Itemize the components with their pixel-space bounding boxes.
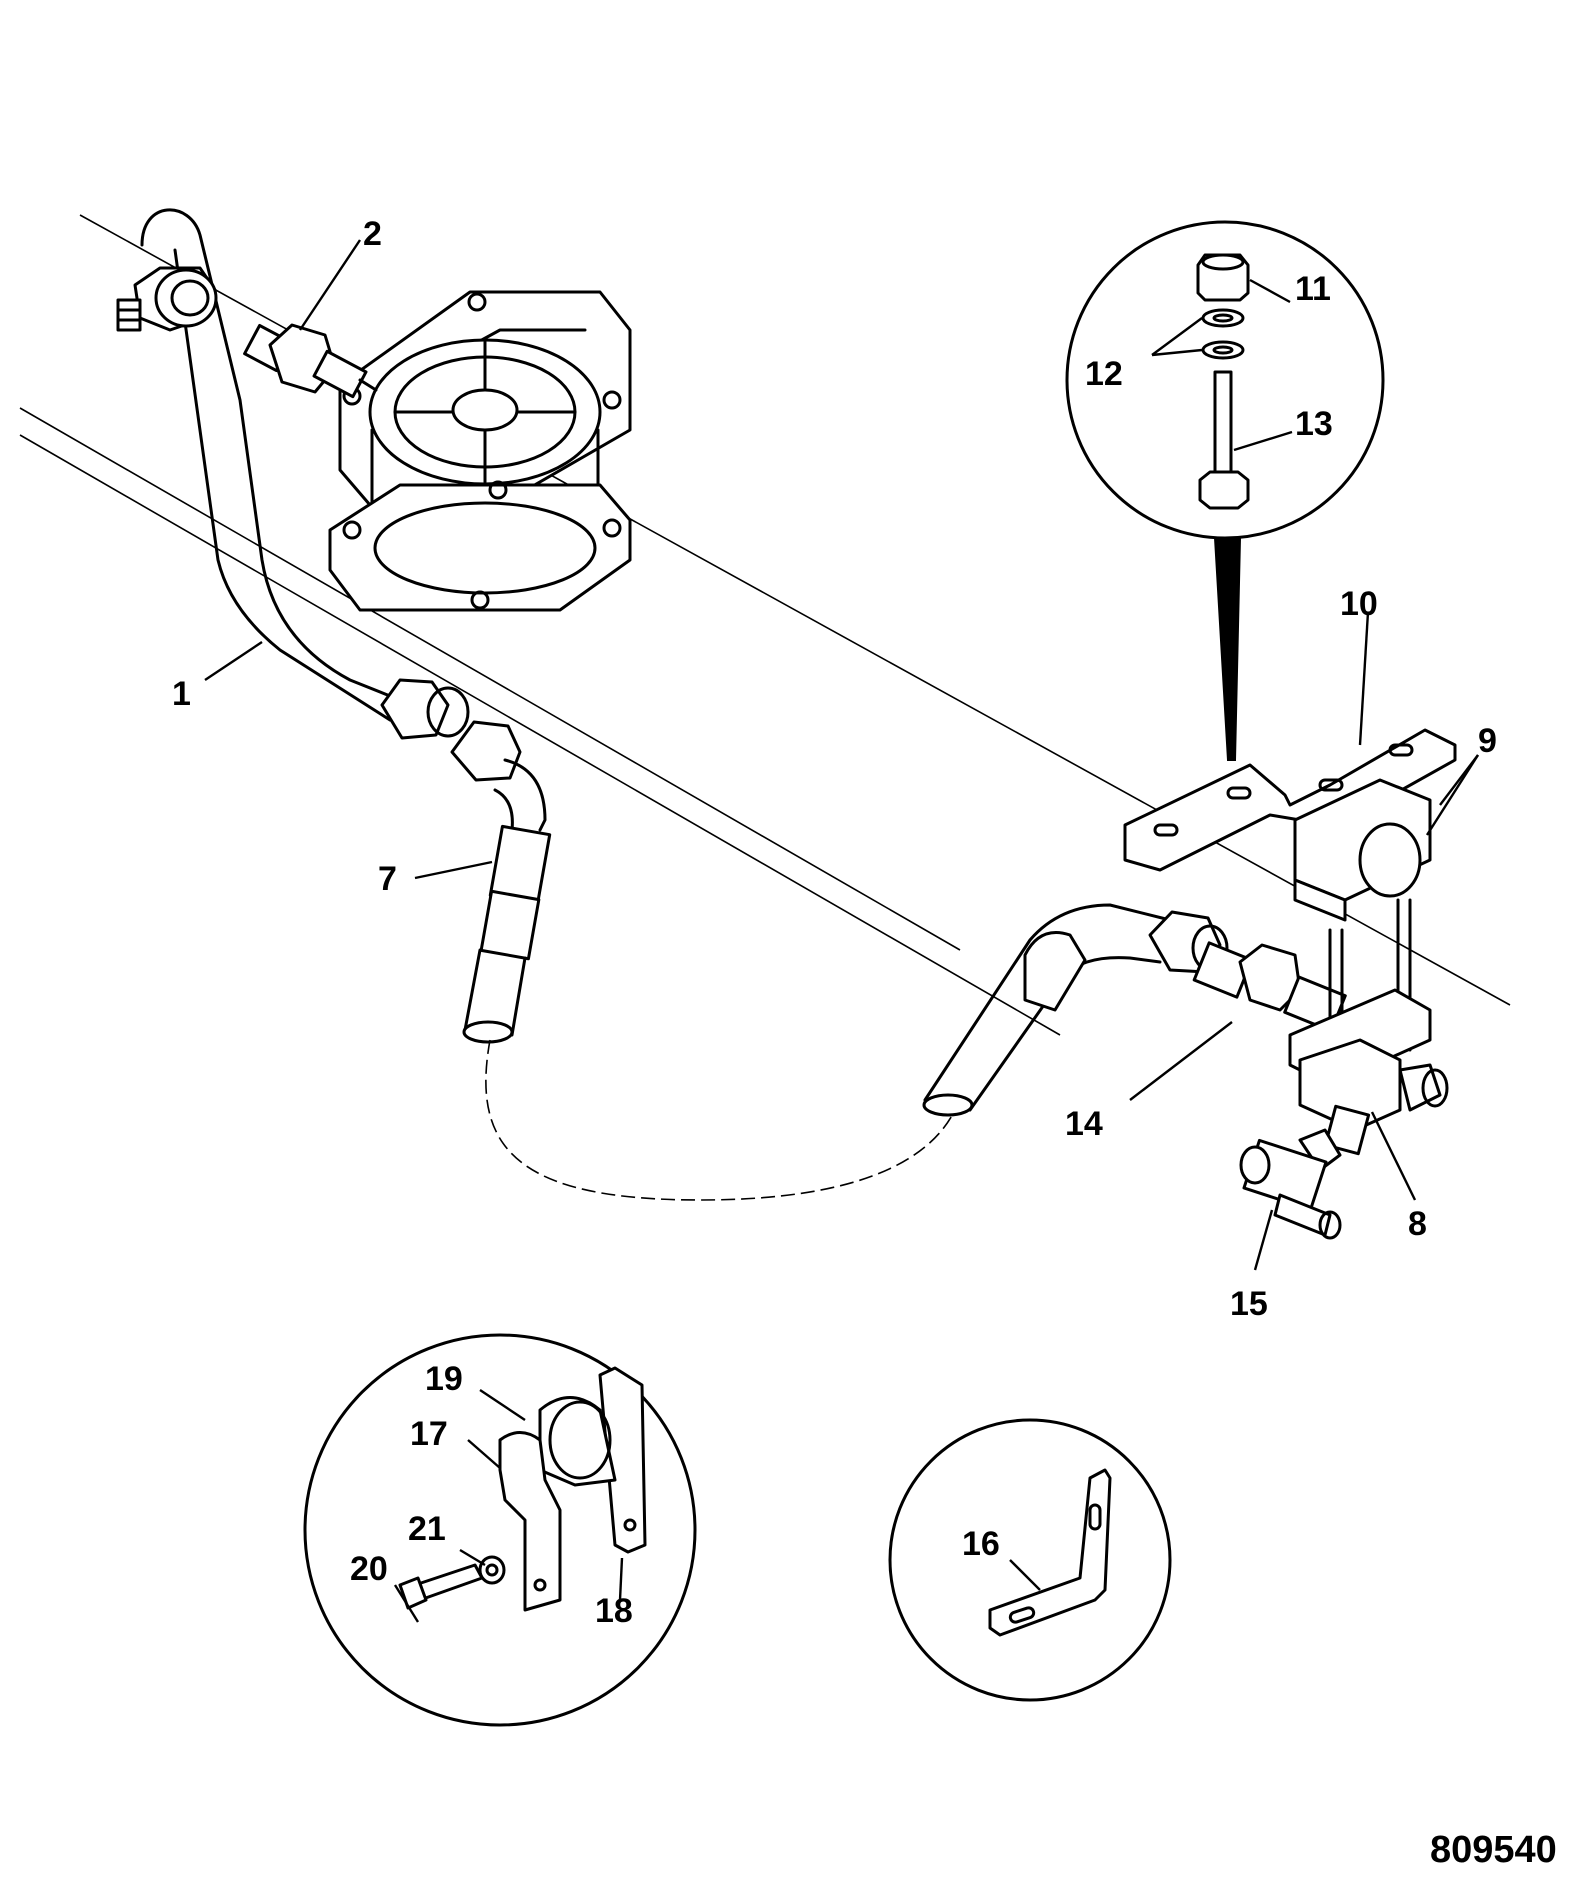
callout-14: 14 — [1065, 1105, 1103, 1143]
tee-fitting-8 — [1288, 898, 1449, 1156]
hose-right — [922, 903, 1229, 1117]
pipe-1 — [116, 208, 470, 740]
detail-circle-bracket-16 — [888, 1418, 1172, 1702]
callout-20: 20 — [350, 1550, 388, 1588]
callout-11: 11 — [1295, 270, 1331, 308]
callout-19: 19 — [425, 1360, 463, 1398]
detail-circle-clamp-set — [303, 1333, 697, 1727]
callout-1: 1 — [172, 675, 191, 713]
tee-adapter-15 — [1239, 1128, 1342, 1240]
bracket-10 — [1123, 728, 1457, 872]
detail-pointer — [1213, 537, 1242, 761]
motor-housing — [328, 290, 632, 612]
callout-9: 9 — [1478, 722, 1497, 760]
leader-lines — [204, 239, 1480, 1623]
callout-7: 7 — [378, 860, 397, 898]
hose-continuation-dashed — [485, 1039, 956, 1201]
callout-21: 21 — [408, 1510, 446, 1548]
drawing-number: 809540 — [1430, 1829, 1557, 1871]
callout-12: 12 — [1085, 355, 1123, 393]
adapter-fitting-14 — [1192, 941, 1347, 1033]
callout-17: 17 — [410, 1415, 448, 1453]
callout-13: 13 — [1295, 405, 1333, 443]
callout-10: 10 — [1340, 585, 1378, 623]
adapter-fitting-2 — [243, 323, 378, 399]
callout-18: 18 — [595, 1592, 633, 1630]
callout-8: 8 — [1408, 1205, 1427, 1243]
callout-labels: 1 2 7 8 9 10 11 12 13 14 15 16 17 18 19 … — [172, 215, 1497, 1630]
detail-circle-bolt-assembly — [1065, 220, 1385, 761]
callout-15: 15 — [1230, 1285, 1268, 1323]
pipe-clamp-9 — [1293, 778, 1432, 922]
callout-16: 16 — [962, 1525, 1000, 1563]
chassis-rail-lines — [19, 214, 1511, 1036]
hose-7 — [450, 720, 552, 1044]
callout-2: 2 — [363, 215, 382, 253]
